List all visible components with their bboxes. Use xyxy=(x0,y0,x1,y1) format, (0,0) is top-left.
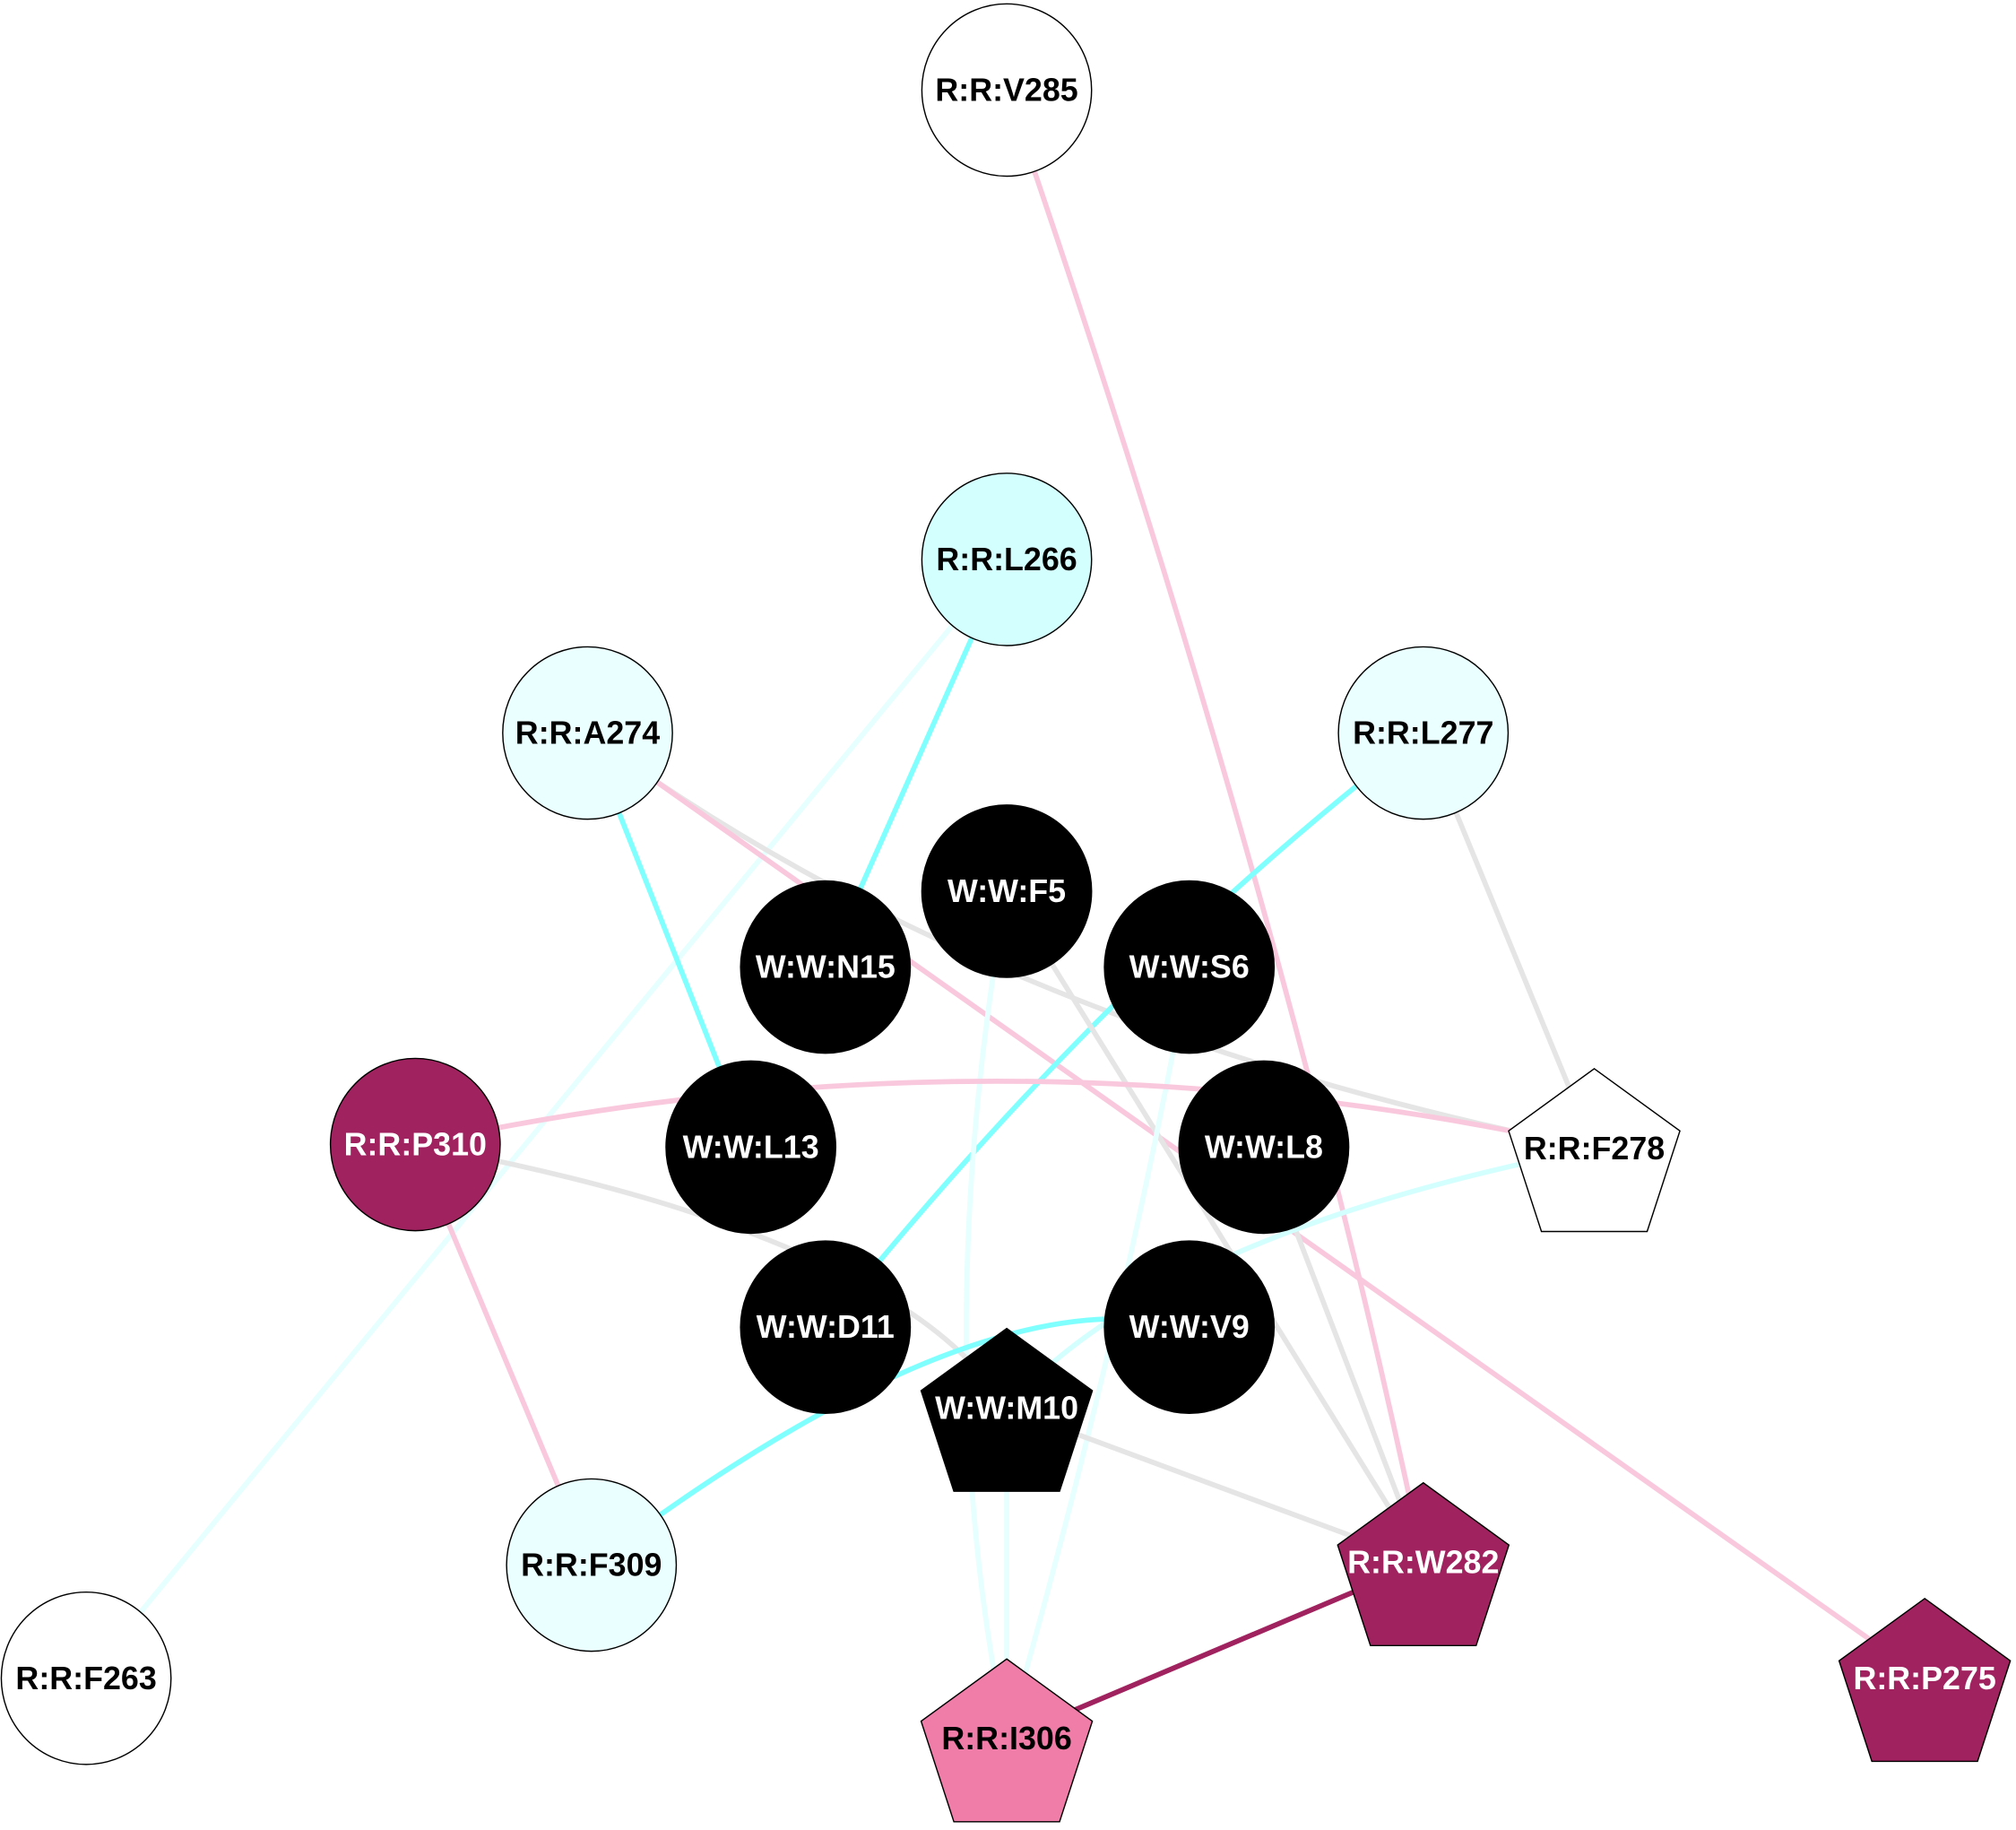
node-label: R:R:W282 xyxy=(1347,1545,1499,1581)
circle-shape xyxy=(665,1060,837,1235)
edge-p310-f278 xyxy=(414,1079,1596,1151)
node-label: R:R:P310 xyxy=(344,1127,487,1163)
node-label: R:R:L277 xyxy=(1353,716,1493,751)
circle-shape xyxy=(921,473,1093,646)
node-label: W:W:M10 xyxy=(935,1391,1078,1427)
circle-shape xyxy=(921,3,1093,178)
node-label: R:R:I306 xyxy=(941,1721,1071,1756)
node-label: W:W:D11 xyxy=(757,1309,895,1345)
circle-shape xyxy=(329,1057,501,1232)
circle-shape xyxy=(506,1478,678,1652)
node-p275[interactable]: R:R:P275 xyxy=(1838,1597,2012,1763)
node-v9[interactable]: W:W:V9 xyxy=(1103,1240,1276,1415)
edge-f5-w282 xyxy=(1004,889,1426,1565)
circle-shape xyxy=(0,1591,172,1765)
circle-shape xyxy=(502,646,673,820)
node-f309[interactable]: R:R:F309 xyxy=(506,1478,678,1652)
node-m10[interactable]: W:W:M10 xyxy=(920,1327,1094,1492)
node-label: R:R:F309 xyxy=(521,1548,662,1583)
pentagon-shape xyxy=(1838,1597,2012,1763)
node-label: W:W:L13 xyxy=(683,1129,819,1165)
node-label: W:W:V9 xyxy=(1129,1309,1250,1345)
node-label: W:W:L8 xyxy=(1205,1129,1323,1165)
node-a274[interactable]: R:R:A274 xyxy=(502,646,673,820)
node-d11[interactable]: W:W:D11 xyxy=(740,1240,912,1415)
node-label: W:W:N15 xyxy=(756,950,896,985)
pentagon-shape xyxy=(920,1327,1094,1492)
node-label: R:R:F278 xyxy=(1524,1131,1665,1167)
circle-shape xyxy=(1337,646,1510,820)
circle-shape xyxy=(740,880,912,1054)
circle-shape xyxy=(1178,1060,1350,1235)
node-f263[interactable]: R:R:F263 xyxy=(0,1591,172,1765)
node-label: W:W:F5 xyxy=(947,873,1066,909)
circle-shape xyxy=(1103,1240,1276,1415)
circle-shape xyxy=(740,1240,912,1415)
edge-v285-w282 xyxy=(1004,89,1426,1564)
edge-l277-d11 xyxy=(823,731,1425,1329)
node-l8[interactable]: W:W:L8 xyxy=(1178,1060,1350,1235)
circle-shape xyxy=(1103,880,1276,1054)
pentagon-shape xyxy=(1508,1068,1681,1233)
pentagon-shape xyxy=(920,1658,1094,1823)
node-label: R:R:F263 xyxy=(15,1661,156,1696)
node-n15[interactable]: W:W:N15 xyxy=(740,880,912,1054)
node-l266[interactable]: R:R:L266 xyxy=(921,473,1093,646)
node-l277[interactable]: R:R:L277 xyxy=(1337,646,1510,820)
circle-shape xyxy=(921,804,1093,978)
node-p310[interactable]: R:R:P310 xyxy=(329,1057,501,1232)
node-l13[interactable]: W:W:L13 xyxy=(665,1060,837,1235)
pentagon-shape xyxy=(1337,1481,1510,1647)
node-f5[interactable]: W:W:F5 xyxy=(921,804,1093,978)
node-label: W:W:S6 xyxy=(1129,950,1250,985)
node-f278[interactable]: R:R:F278 xyxy=(1508,1068,1681,1233)
edge-a274-f278 xyxy=(585,731,1596,1151)
edge-f5-i306 xyxy=(964,890,1009,1739)
node-w282[interactable]: R:R:W282 xyxy=(1337,1481,1510,1647)
node-s6[interactable]: W:W:S6 xyxy=(1103,880,1276,1054)
node-label: R:R:P275 xyxy=(1853,1661,1995,1696)
node-i306[interactable]: R:R:I306 xyxy=(920,1658,1094,1823)
node-label: R:R:L266 xyxy=(936,542,1077,577)
node-v285[interactable]: R:R:V285 xyxy=(921,3,1093,178)
node-label: R:R:V285 xyxy=(935,72,1077,108)
node-label: R:R:A274 xyxy=(515,716,660,751)
